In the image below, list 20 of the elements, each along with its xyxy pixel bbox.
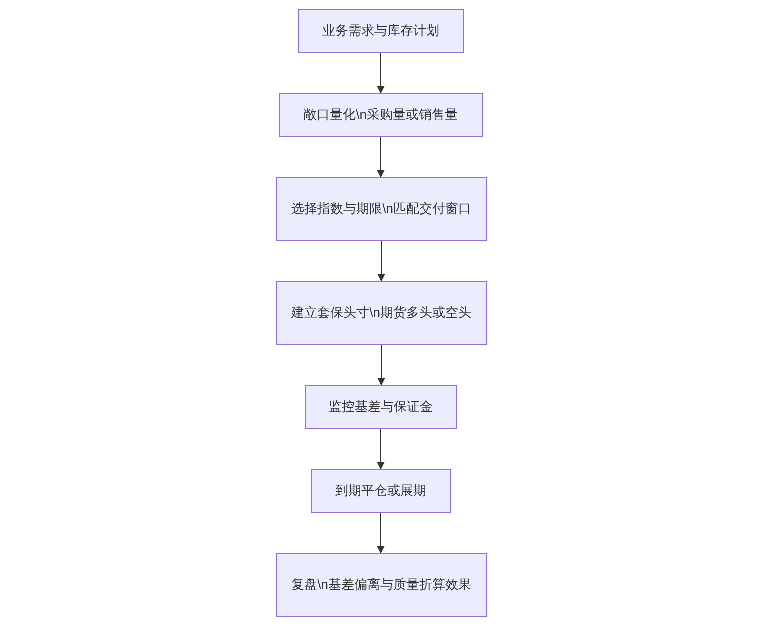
process-box	[311, 469, 451, 513]
process-box	[276, 553, 487, 617]
arrow	[378, 344, 386, 386]
process-box	[305, 385, 457, 429]
arrow	[377, 512, 385, 554]
arrow	[377, 52, 385, 94]
node-label: 建立套保头寸\n期货多头或空头	[292, 304, 472, 322]
node-label: 监控基差与保证金	[329, 398, 433, 416]
arrow	[377, 136, 385, 178]
arrow	[377, 428, 385, 470]
process-box	[276, 281, 487, 345]
node-label: 到期平仓或展期	[336, 482, 426, 500]
node-label: 敞口量化\n采购量或销售量	[304, 106, 458, 124]
node-label: 选择指数与期限\n匹配交付窗口	[292, 200, 472, 218]
process-box	[279, 93, 483, 137]
process-box	[298, 9, 464, 53]
arrow	[378, 240, 386, 282]
process-box	[276, 177, 487, 241]
node-label: 业务需求与库存计划	[322, 22, 440, 40]
node-label: 复盘\n基差偏离与质量折算效果	[292, 576, 472, 594]
